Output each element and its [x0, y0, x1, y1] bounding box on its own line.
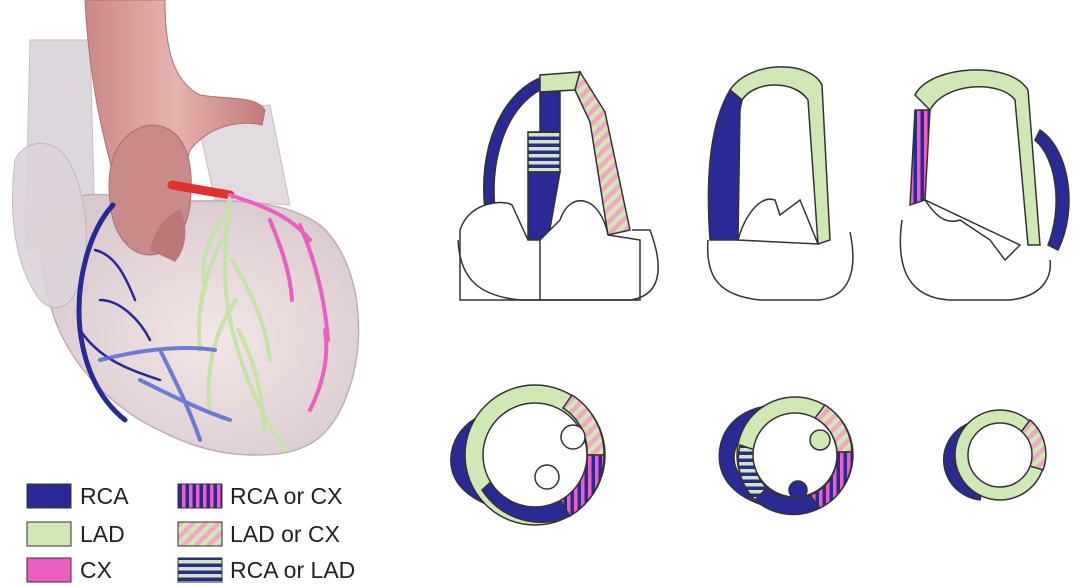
- four-chamber-valves: [459, 200, 641, 301]
- legend-swatch-cx: [26, 557, 72, 583]
- mid-papillary-rca: [788, 480, 808, 500]
- two-chamber-valve: [737, 198, 820, 245]
- legend-item-rca-or-cx: RCA or CX: [177, 483, 342, 509]
- rca-artery: [76, 202, 162, 423]
- legend: RCA LAD CX RCA or CX LAD or CX RCA or LA…: [26, 483, 355, 583]
- mid-papillary: [809, 429, 831, 451]
- legend-swatch-rca-or-cx: [177, 483, 223, 509]
- four-chamber-view: [457, 70, 659, 301]
- legend-label-rca-or-lad: RCA or LAD: [230, 557, 355, 583]
- cx-artery: [228, 193, 330, 412]
- legend-label-rca-or-cx: RCA or CX: [230, 483, 342, 509]
- apical-cavity: [967, 422, 1033, 488]
- legend-swatch-lad-or-cx: [177, 521, 223, 547]
- aortic-root: [150, 210, 186, 262]
- legend-item-cx: CX: [26, 557, 112, 583]
- legend-swatch-rca-or-lad: [177, 557, 223, 583]
- legend-item-rca-or-lad: RCA or LAD: [177, 557, 355, 583]
- legend-label-cx: CX: [80, 557, 112, 583]
- legend-item-lad: LAD: [26, 521, 125, 547]
- four-chamber-outline: [457, 229, 659, 301]
- two-chamber-view: [706, 66, 854, 301]
- three-chamber-view: [899, 69, 1070, 301]
- two-chamber-lad-wall: [729, 66, 831, 246]
- legend-label-lad-or-cx: LAD or CX: [230, 521, 340, 547]
- basal-short-axis: [450, 384, 606, 526]
- heart-illustration: [12, 0, 360, 456]
- posterior-descending-branches: [98, 346, 232, 442]
- left-main-artery: [167, 180, 235, 200]
- basal-cavity: [482, 402, 588, 508]
- legend-label-lad: LAD: [80, 521, 125, 547]
- legend-swatch-rca: [26, 483, 72, 509]
- basal-papillary-a: [560, 424, 586, 450]
- three-chamber-rca-or-cx: [909, 109, 931, 207]
- legend-swatch-lad: [26, 521, 72, 547]
- two-chamber-atrium: [706, 231, 854, 301]
- mid-short-axis: [718, 396, 854, 516]
- septum-green: [539, 71, 582, 93]
- septum-rca: [539, 91, 561, 133]
- apical-short-axis: [943, 409, 1047, 501]
- three-chamber-lad-wall: [914, 69, 1041, 246]
- three-chamber-rca-arc: [1034, 128, 1070, 252]
- three-chamber-atrium: [899, 219, 1052, 301]
- basal-papillary-b: [534, 464, 560, 490]
- three-chamber-valve: [922, 198, 1022, 262]
- legend-label-rca: RCA: [80, 483, 129, 509]
- septum-rca-or-lad: [527, 131, 561, 173]
- two-chamber-rca-wall: [707, 88, 743, 241]
- legend-item-lad-or-cx: LAD or CX: [177, 521, 340, 547]
- legend-item-rca: RCA: [26, 483, 129, 509]
